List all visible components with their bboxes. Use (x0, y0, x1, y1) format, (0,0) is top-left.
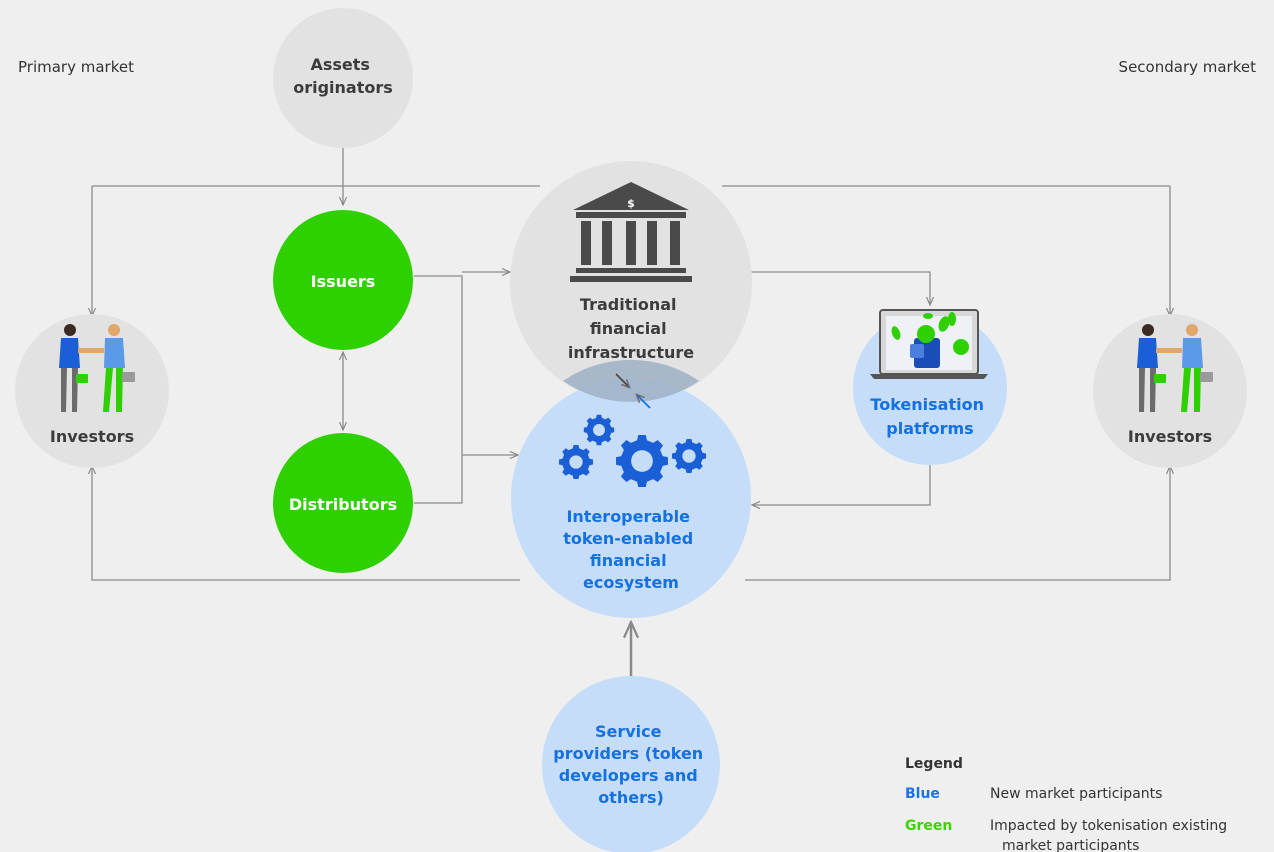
interoperable-circle (511, 378, 751, 618)
node-tokenisation-platforms: Tokenisation platforms (853, 309, 1007, 465)
arrow-bottom-loop-right (745, 466, 1170, 581)
tokenisation-platforms-label: Tokenisation platforms (870, 395, 989, 438)
secondary-market-label: Secondary market (1119, 58, 1257, 76)
node-assets-originators: Assets originators (273, 8, 413, 148)
handshake-icon (1137, 324, 1213, 412)
service-providers-label: Service providers (token developers and … (553, 722, 709, 807)
interoperable-label-2: token-enabled (563, 529, 693, 548)
interoperable-label-1: Interoperable (566, 507, 690, 526)
investors-left-circle (15, 314, 169, 468)
overlap-arrow-down (615, 373, 629, 387)
tokenisation-platforms-label-2: platforms (886, 419, 973, 438)
interoperable-label: Interoperable token-enabled financial ec… (563, 507, 699, 592)
node-investors-left: Investors (15, 314, 169, 468)
traditional-infra-label-2: financial (590, 319, 667, 338)
dollar-symbol: $ (627, 197, 635, 210)
investors-right-label: Investors (1128, 427, 1212, 446)
laptop-coins-icon (870, 309, 988, 379)
arrow-platforms-to-interoperable (752, 465, 931, 505)
arrow-infra-to-platforms (750, 271, 930, 305)
issuers-label: Issuers (311, 272, 376, 291)
legend-desc-green-2: market participants (1002, 838, 1139, 852)
legend-title: Legend (905, 756, 963, 772)
node-issuers: Issuers (273, 210, 413, 350)
interoperable-label-3: financial (590, 551, 667, 570)
primary-market-label: Primary market (18, 58, 134, 76)
overlap-arrow-up (637, 395, 651, 409)
legend: Legend Blue New market participants Gree… (905, 756, 1227, 852)
investors-left-label: Investors (50, 427, 134, 446)
service-providers-label-3: developers and (559, 766, 698, 785)
node-service-providers: Service providers (token developers and … (542, 676, 720, 852)
traditional-infra-label-3: infrastructure (568, 343, 694, 362)
tokenisation-platforms-label-1: Tokenisation (870, 395, 984, 414)
service-providers-label-2: providers (token (553, 744, 703, 763)
node-investors-right: Investors (1093, 314, 1247, 468)
handshake-icon (59, 324, 135, 412)
service-providers-label-4: others) (598, 788, 664, 807)
traditional-infra-label: Traditional financial infrastructure (568, 295, 694, 362)
legend-key-green: Green (905, 818, 952, 834)
node-distributors: Distributors (273, 433, 413, 573)
node-interoperable (511, 378, 751, 618)
circle-overlap (563, 359, 699, 402)
line-issuers-right (414, 275, 463, 504)
gears-icon (558, 414, 707, 487)
service-providers-label-1: Service (595, 722, 662, 741)
bank-icon: $ (570, 182, 692, 282)
service-providers-circle (542, 676, 720, 852)
assets-originators-label-1: Assets (310, 55, 369, 74)
arrow-bottom-loop-left (92, 466, 520, 581)
svg-text:Assets originators: Assets originators (293, 55, 393, 97)
distributors-label: Distributors (289, 495, 397, 514)
legend-key-blue: Blue (905, 786, 940, 802)
traditional-infra-label-1: Traditional (580, 295, 677, 314)
distributors-circle (273, 433, 413, 573)
issuers-circle (273, 210, 413, 350)
connectors (92, 148, 1170, 581)
assets-originators-circle (273, 8, 413, 148)
interoperable-label-4: ecosystem (583, 573, 679, 592)
legend-desc-blue: New market participants (990, 786, 1162, 802)
assets-originators-label-2: originators (293, 78, 393, 97)
investors-right-circle (1093, 314, 1247, 468)
legend-desc-green-1: Impacted by tokenisation existing (990, 818, 1227, 834)
